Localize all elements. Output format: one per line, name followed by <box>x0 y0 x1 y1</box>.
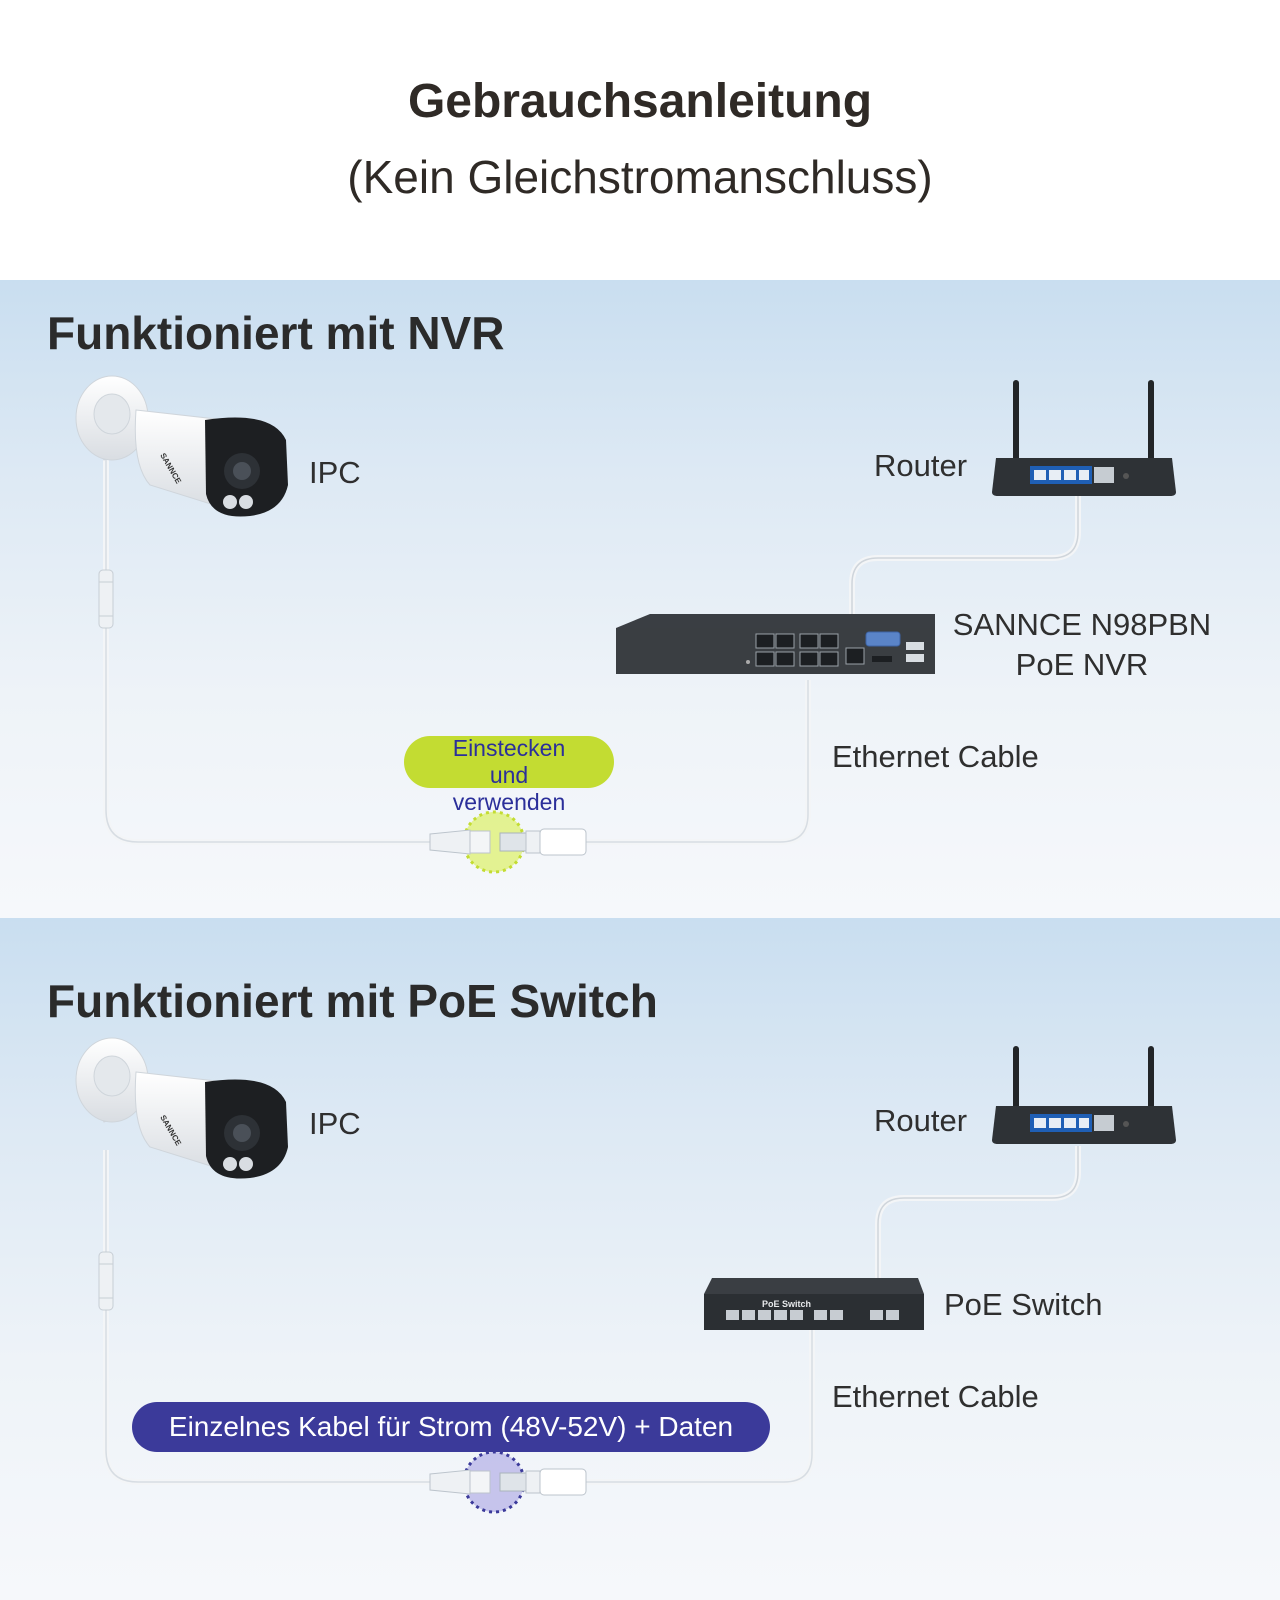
cable-connector-icon <box>98 569 114 629</box>
plug-and-play-badge-text: Einstecken und verwenden <box>452 735 566 815</box>
router-icon <box>992 380 1176 496</box>
rj45-connector-icon <box>429 1450 587 1514</box>
router-switch-cable <box>875 1146 1081 1298</box>
nvr-panel-title: Funktioniert mit NVR <box>47 307 505 359</box>
ethernet-cable-nvr <box>585 680 811 845</box>
ethernet-cable-label: Ethernet Cable <box>832 739 1039 774</box>
ipc-label: IPC <box>309 455 361 490</box>
nvr-label-line1: SANNCE N98PBN <box>952 607 1212 642</box>
nvr-diagram: SANNCE <box>75 375 1176 874</box>
poe-switch-panel-title: Funktioniert mit PoE Switch <box>47 975 658 1027</box>
page-title: Gebrauchsanleitung <box>407 75 873 128</box>
router-icon <box>992 1046 1176 1144</box>
camera-cable <box>103 460 440 845</box>
poe-switch-device-icon: PoE Switch <box>704 1278 924 1330</box>
ipc-label: IPC <box>309 1106 361 1141</box>
router-label: Router <box>874 448 968 483</box>
single-cable-badge: Einzelnes Kabel für Strom (48V-52V) + Da… <box>132 1402 770 1452</box>
plug-and-play-badge <box>404 736 614 788</box>
rj45-connector-icon <box>429 810 587 874</box>
ethernet-cable-label: Ethernet Cable <box>832 1379 1039 1414</box>
nvr-device-icon <box>616 614 935 674</box>
ip-camera-icon: SANNCE <box>75 1037 288 1179</box>
ip-camera-icon: SANNCE <box>75 375 288 517</box>
router-label: Router <box>874 1103 968 1138</box>
svg-text:PoE Switch: PoE Switch <box>762 1299 811 1309</box>
poe-switch-panel: Funktioniert mit PoE Switch <box>0 918 1280 1600</box>
nvr-label-line2: PoE NVR <box>1015 647 1149 682</box>
cable-connector-icon <box>98 1251 114 1311</box>
poe-switch-label: PoE Switch <box>944 1287 1103 1322</box>
header: Gebrauchsanleitung (Kein Gleichstromansc… <box>0 0 1280 280</box>
nvr-panel: Funktioniert mit NVR <box>0 280 1280 918</box>
poe-switch-diagram: SANNCE PoE Switch <box>75 1037 1176 1514</box>
page-subtitle: (Kein Gleichstromanschluss) <box>347 151 933 203</box>
